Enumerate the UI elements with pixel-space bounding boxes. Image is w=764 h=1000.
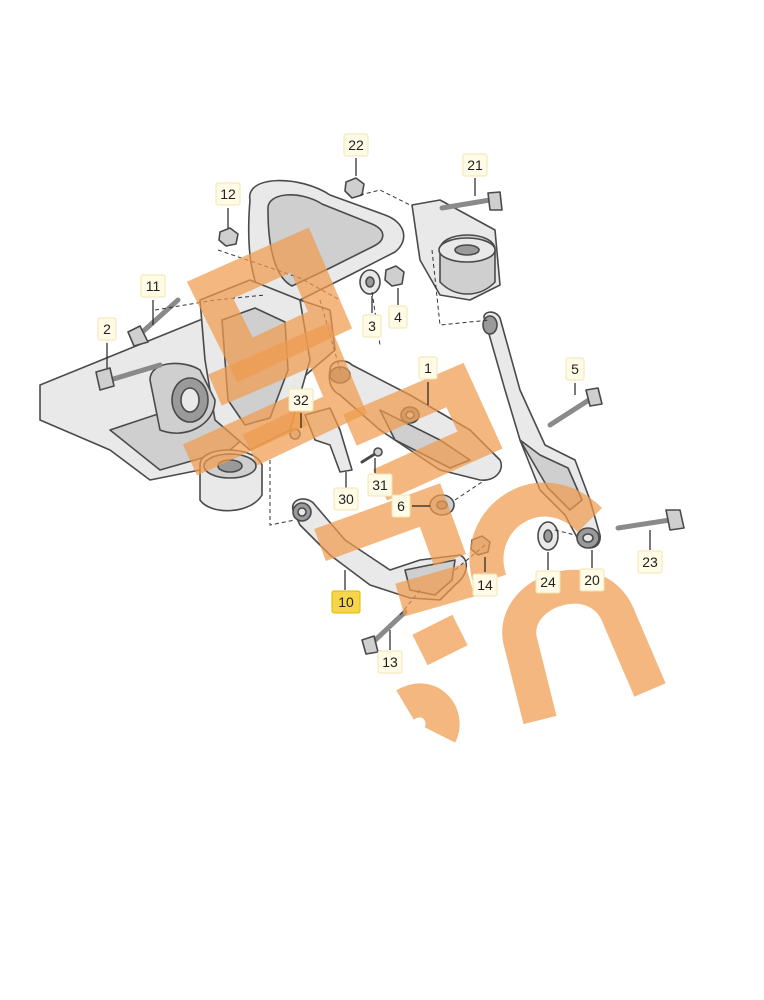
- subframe-mount-bush: [411, 199, 501, 301]
- nut-4: [384, 265, 405, 287]
- callout-6[interactable]: 6: [391, 494, 430, 518]
- callout-21-label: 21: [467, 157, 483, 173]
- callout-11[interactable]: 11: [140, 274, 166, 325]
- callout-2-label: 2: [103, 321, 111, 337]
- callout-23-label: 23: [642, 554, 658, 570]
- washer-3: [359, 269, 381, 295]
- callout-2[interactable]: 2: [97, 317, 117, 368]
- callout-12[interactable]: 12: [215, 182, 241, 228]
- callout-23[interactable]: 23: [637, 530, 663, 574]
- callout-31[interactable]: 31: [367, 458, 393, 497]
- bolt-21: [439, 191, 503, 211]
- callout-24[interactable]: 24: [535, 552, 561, 594]
- callout-11-label: 11: [146, 278, 161, 294]
- callout-1[interactable]: 1: [418, 356, 438, 405]
- callout-12-label: 12: [220, 186, 236, 202]
- callout-31-label: 31: [372, 477, 388, 493]
- callout-21[interactable]: 21: [462, 153, 488, 196]
- callout-5-label: 5: [571, 361, 579, 377]
- callout-20[interactable]: 20: [579, 550, 605, 592]
- callout-10[interactable]: 10: [331, 570, 361, 614]
- bolt-5: [547, 387, 603, 428]
- callout-13-label: 13: [382, 654, 398, 670]
- bolt-23: [615, 509, 685, 531]
- bolt-2: [95, 362, 163, 391]
- callout-30[interactable]: 30: [333, 472, 359, 511]
- bolt-11: [127, 297, 181, 347]
- watermark-logo: [182, 227, 666, 743]
- callout-32-label: 32: [293, 392, 309, 408]
- washer-24: [537, 521, 559, 551]
- callout-3-label: 3: [368, 318, 376, 334]
- bolt-13: [361, 609, 408, 655]
- callout-14-label: 14: [477, 577, 493, 593]
- callout-6-label: 6: [397, 498, 405, 514]
- callout-24-label: 24: [540, 574, 556, 590]
- callout-30-label: 30: [338, 491, 354, 507]
- callout-10-label: 10: [338, 594, 354, 610]
- callout-4[interactable]: 4: [388, 288, 408, 329]
- callout-5[interactable]: 5: [565, 357, 585, 395]
- callout-3[interactable]: 3: [362, 296, 382, 338]
- nut-12: [218, 227, 239, 247]
- screw-31: [360, 447, 383, 464]
- callout-4-label: 4: [394, 309, 402, 325]
- callout-22-label: 22: [348, 137, 364, 153]
- callout-20-label: 20: [584, 572, 600, 588]
- callout-32[interactable]: 32: [288, 388, 314, 428]
- callout-1-label: 1: [424, 360, 432, 376]
- callout-13[interactable]: 13: [377, 630, 403, 674]
- callout-22[interactable]: 22: [343, 133, 369, 176]
- callout-14[interactable]: 14: [472, 557, 498, 597]
